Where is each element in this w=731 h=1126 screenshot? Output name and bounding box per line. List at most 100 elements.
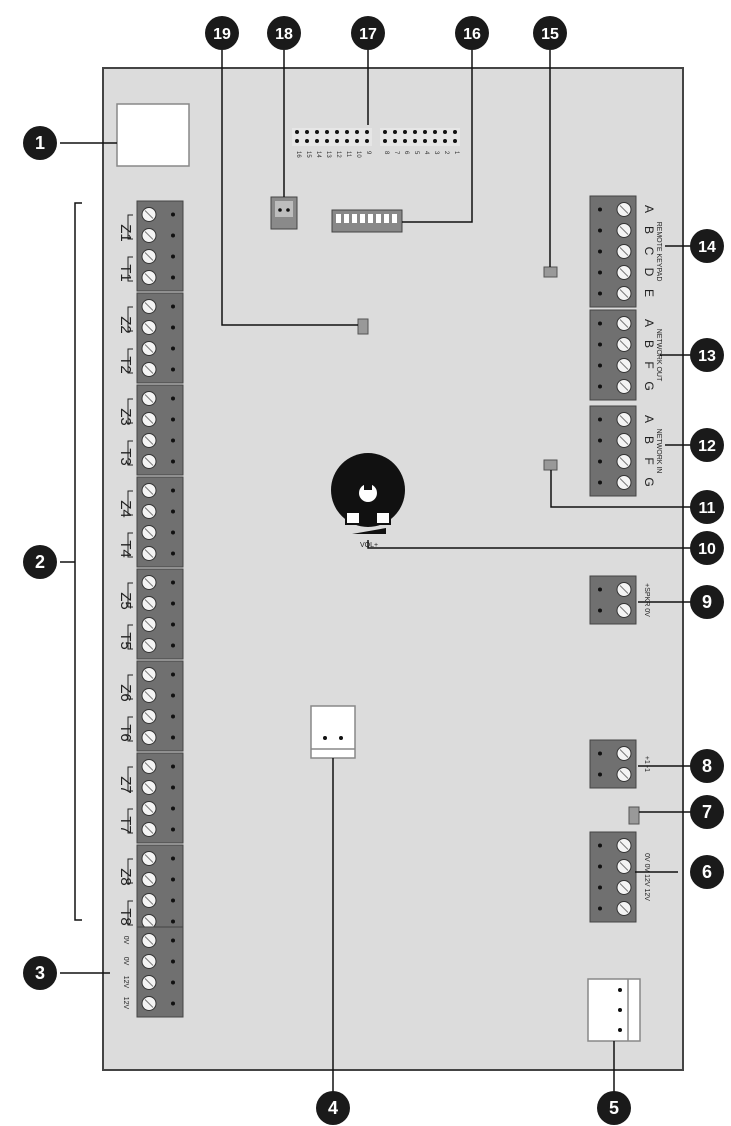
terminal-hole xyxy=(171,275,175,280)
header-pin xyxy=(365,139,369,143)
terminal-hole xyxy=(171,877,175,882)
terminal-hole xyxy=(598,864,602,869)
connector-4 xyxy=(310,705,356,759)
terminal-block-name: +1 -1 xyxy=(643,756,650,772)
screw-slot xyxy=(619,289,629,298)
header-pin xyxy=(295,139,299,143)
header-pin xyxy=(393,139,397,143)
callout-14 xyxy=(690,229,724,263)
tamper-label: T2 xyxy=(117,356,134,374)
terminal-block-name: NETWORK IN xyxy=(655,429,662,474)
zone-label: Z6 xyxy=(117,684,134,702)
terminal-hole xyxy=(171,601,175,606)
header-pin xyxy=(413,139,417,143)
zone-bracket-mark xyxy=(127,398,133,424)
screw-slot xyxy=(144,691,154,700)
screw-slot xyxy=(619,770,629,779)
callout-2 xyxy=(23,545,57,579)
callout-1 xyxy=(23,126,57,160)
screw-slot xyxy=(144,323,154,332)
screw-slot xyxy=(144,344,154,353)
callout-9 xyxy=(690,585,724,619)
screw-slot xyxy=(144,733,154,742)
terminal-hole xyxy=(171,233,175,238)
terminal-hole xyxy=(171,304,175,309)
pin-bank xyxy=(292,128,372,146)
header-pin xyxy=(295,130,299,134)
screw-slot xyxy=(144,957,154,966)
screw-slot xyxy=(144,394,154,403)
screw-slot xyxy=(144,507,154,516)
callout-18 xyxy=(267,16,301,50)
header-pin xyxy=(345,130,349,134)
header-pin-label: 7 xyxy=(393,151,399,155)
screw-slot xyxy=(619,585,629,594)
tamper-bracket-mark xyxy=(127,440,133,466)
screw-slot xyxy=(144,825,154,834)
leader-lines xyxy=(60,50,693,1093)
tamper-label: T8 xyxy=(117,908,134,926)
power-label: 0V xyxy=(122,936,129,945)
dip-switch-slots xyxy=(336,214,397,223)
zone-label: Z5 xyxy=(117,592,134,610)
screw-slot xyxy=(619,436,629,445)
header-pin xyxy=(413,130,417,134)
terminal-hole xyxy=(171,735,175,740)
terminal-hole xyxy=(598,417,602,422)
header-pin xyxy=(325,130,329,134)
screw-slot xyxy=(144,252,154,261)
screw-slot xyxy=(619,862,629,871)
callout-17 xyxy=(351,16,385,50)
header-pin xyxy=(305,139,309,143)
zone-label: Z8 xyxy=(117,868,134,886)
terminal-block-name: +SPKR 0V xyxy=(643,583,650,617)
tamper-bracket-mark xyxy=(127,256,133,282)
terminal-hole xyxy=(171,488,175,493)
header-pin xyxy=(403,139,407,143)
callout-number: 11 xyxy=(699,500,716,517)
screw-slot xyxy=(619,268,629,277)
header-pin-label: 4 xyxy=(423,151,429,155)
connector-18-pin xyxy=(286,208,290,212)
terminal-hole xyxy=(171,551,175,556)
screw-slot xyxy=(619,749,629,758)
tamper-label: T7 xyxy=(117,816,134,834)
zone-bracket-mark xyxy=(127,490,133,516)
callout-13 xyxy=(690,338,724,372)
terminal-hole xyxy=(171,438,175,443)
zone-bracket-mark xyxy=(127,858,133,884)
callout-number: 18 xyxy=(275,26,293,43)
callout-15 xyxy=(533,16,567,50)
terminal-hole xyxy=(171,827,175,832)
callout-number: 16 xyxy=(463,26,481,43)
header-pin-label: 5 xyxy=(413,151,419,155)
header-pin xyxy=(325,139,329,143)
terminal-hole xyxy=(171,856,175,861)
callout-number: 6 xyxy=(702,862,712,882)
screw-slot xyxy=(619,205,629,214)
header-pin xyxy=(345,139,349,143)
callout-number: 13 xyxy=(698,348,716,365)
callout-10 xyxy=(690,531,724,565)
callout-6 xyxy=(690,855,724,889)
tamper-label: T1 xyxy=(117,264,134,282)
screw-slot xyxy=(144,599,154,608)
header-pin xyxy=(393,130,397,134)
screw-slot xyxy=(144,917,154,926)
header-pin xyxy=(443,130,447,134)
led-15 xyxy=(543,266,558,278)
callout-number: 14 xyxy=(698,239,716,256)
screw-slot xyxy=(144,783,154,792)
header-pin-label: 10 xyxy=(355,151,361,158)
header-pin xyxy=(335,139,339,143)
screw-slot xyxy=(144,762,154,771)
terminal-hole xyxy=(598,270,602,275)
zone-bracket-mark xyxy=(127,306,133,332)
screw-slot xyxy=(144,528,154,537)
zone-terminals xyxy=(136,200,184,936)
screw-slot xyxy=(144,436,154,445)
screw-slot xyxy=(144,210,154,219)
zone-label: Z4 xyxy=(117,500,134,518)
